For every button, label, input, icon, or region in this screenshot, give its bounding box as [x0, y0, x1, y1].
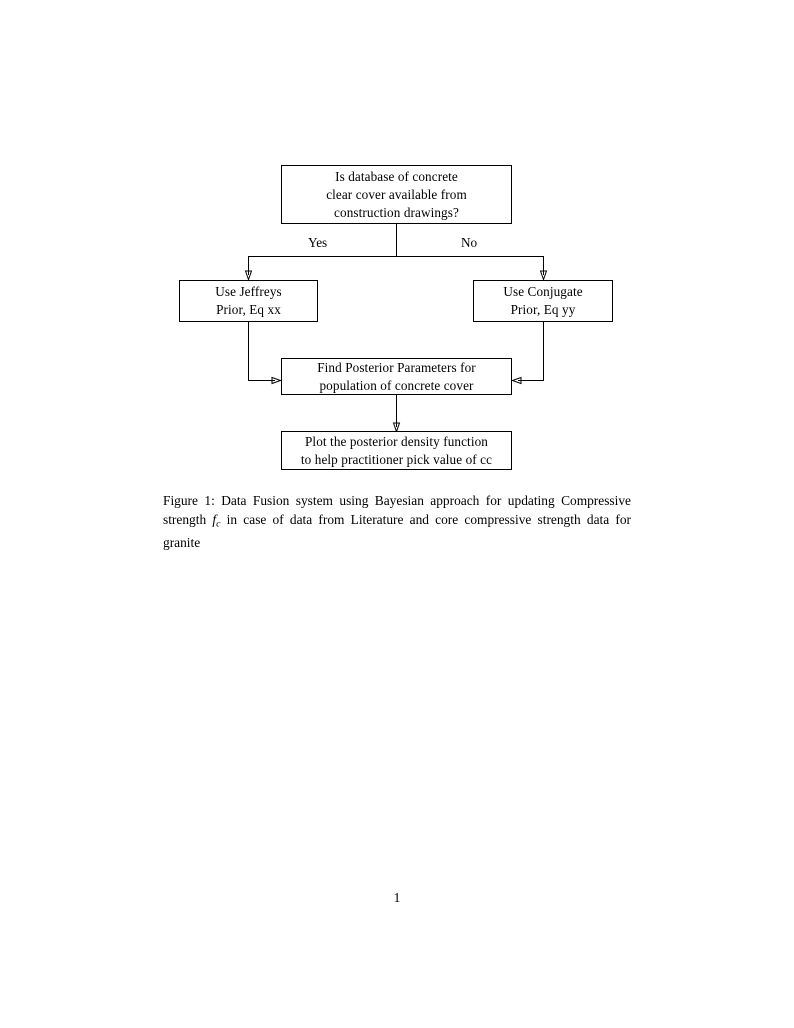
node-line: Prior, Eq yy: [510, 302, 576, 317]
node-line: clear cover available from: [326, 186, 467, 202]
figure-caption: Figure 1: Data Fusion system using Bayes…: [163, 492, 631, 552]
flowchart-connectors: [244, 224, 548, 434]
node-line: Plot the posterior density function: [305, 433, 488, 449]
connector-conjugate-to-posterior: [518, 322, 544, 381]
node-line: population of concrete cover: [319, 377, 474, 393]
decision-box-database-available[interactable]: Is database of concrete clear cover avai…: [281, 165, 512, 224]
process-box-find-posterior-parameters[interactable]: Find Posterior Parameters for population…: [281, 358, 512, 395]
arrowhead-posterior-left: [271, 376, 283, 385]
arrowhead-posterior-right: [510, 376, 522, 385]
node-line: Find Posterior Parameters for: [317, 359, 476, 375]
node-line: Use Jeffreys: [215, 284, 282, 299]
branch-label-yes: Yes: [306, 235, 330, 251]
arrowhead-into-jeffreys: [244, 270, 253, 282]
process-box-plot-posterior-density[interactable]: Plot the posterior density function to h…: [281, 431, 512, 470]
node-line: to help practitioner pick value of cc: [300, 451, 493, 467]
math-subscript-c: c: [216, 518, 221, 530]
node-line: Use Conjugate: [503, 284, 583, 299]
figure-caption-label: Figure 1:: [163, 493, 215, 508]
node-line: Prior, Eq xx: [216, 302, 281, 317]
page-number: 1: [393, 890, 401, 905]
figure-caption-text-part-2: in case of data from Literature and core…: [163, 511, 631, 550]
process-box-conjugate-prior[interactable]: Use Conjugate Prior, Eq yy: [473, 280, 613, 322]
process-box-jeffreys-prior[interactable]: Use Jeffreys Prior, Eq xx: [179, 280, 318, 322]
figure-flowchart: Is database of concrete clear cover avai…: [0, 0, 794, 490]
figure-caption-text-part-1: Data Fusion system using Bayesian approa…: [163, 493, 631, 527]
node-line: Is database of concrete: [335, 168, 458, 184]
node-line: construction drawings?: [334, 204, 459, 220]
connector-jeffreys-to-posterior: [248, 322, 275, 381]
math-symbol-fc: f: [212, 511, 217, 527]
arrowhead-into-conjugate: [539, 270, 548, 282]
branch-label-no: No: [459, 235, 480, 251]
